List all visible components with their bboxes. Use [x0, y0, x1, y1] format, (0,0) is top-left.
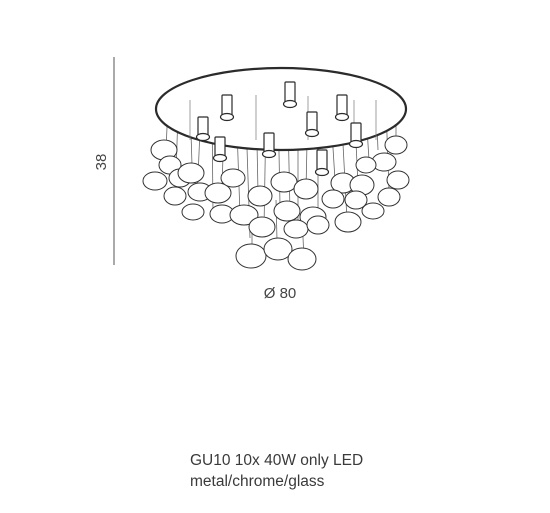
spotlight: [282, 81, 298, 109]
spotlight: [212, 136, 228, 163]
diameter-dimension-label: Ø 80: [263, 285, 297, 302]
ceiling-canopy: [154, 66, 408, 152]
spotlight: [314, 149, 330, 177]
product-specs: GU10 10x 40W only LED metal/chrome/glass: [190, 450, 363, 492]
glass-discs: [142, 135, 410, 271]
spotlight: [261, 132, 277, 159]
material-spec: metal/chrome/glass: [190, 473, 325, 490]
spotlight: [304, 111, 320, 138]
bulb-spec: GU10 10x 40W only LED: [190, 452, 364, 469]
spotlight: [195, 116, 211, 142]
spotlight: [334, 94, 350, 122]
gu10-spotlights: [195, 81, 364, 177]
height-dimension-label: 38: [93, 153, 110, 171]
spotlight: [348, 122, 364, 149]
spotlight: [219, 94, 235, 122]
